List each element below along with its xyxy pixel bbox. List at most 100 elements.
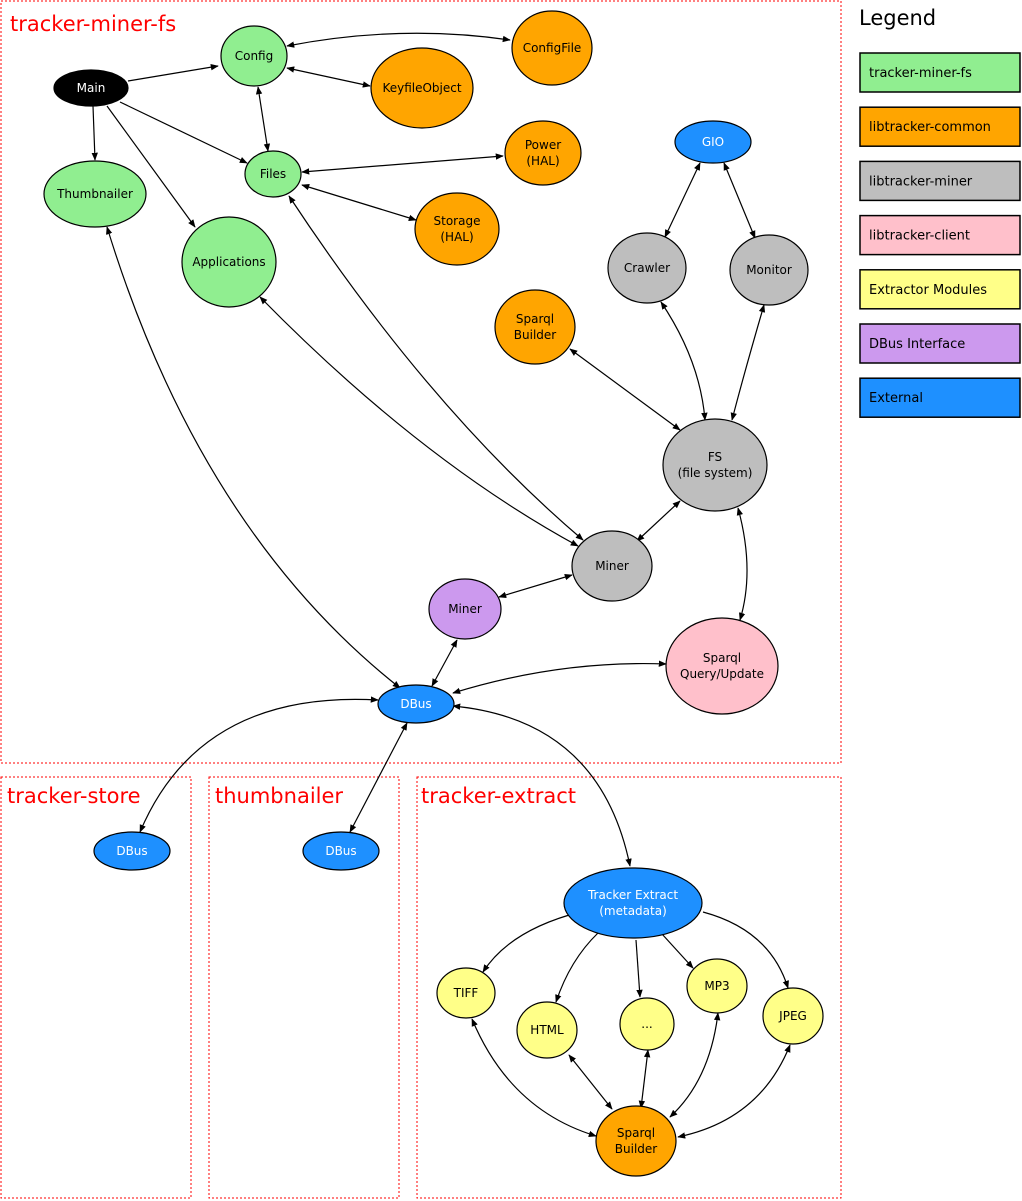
edge-gio-monitor [723, 162, 756, 239]
node-configfile: ConfigFile [511, 10, 593, 86]
edge-jpeg-sparqlbuilder [677, 1044, 791, 1139]
edge-files-storage [301, 184, 417, 221]
node-shape [494, 289, 576, 365]
edge-dots-sparqlbuilder [638, 1049, 651, 1109]
node-label: Tracker Extract [587, 888, 678, 902]
edge-dbus-dbusthumb [349, 722, 408, 833]
edge-extract-mp3 [661, 933, 694, 969]
node-label: TIFF [453, 986, 479, 1000]
node-label: HTML [530, 1023, 564, 1037]
edge-config-configfile [286, 32, 511, 48]
node-shape [762, 987, 824, 1045]
node-tiff: TIFF [436, 967, 496, 1019]
edge-html-sparqlbuilder [568, 1054, 613, 1110]
region-tracker-miner-fs [0, 0, 842, 764]
node-label: ConfigFile [523, 41, 582, 55]
legend-swatch-6 [859, 377, 1021, 418]
node-label: Query/Update [680, 667, 764, 681]
node-shape [220, 25, 288, 87]
node-shape [563, 867, 703, 939]
node-label: DBus [116, 844, 147, 858]
node-label: JPEG [778, 1009, 807, 1023]
node-storage: Storage(HAL) [414, 192, 500, 266]
node-tracker-extract: Tracker Extract (metadata) [563, 867, 703, 939]
node-label: Sparql [703, 651, 741, 665]
legend-label-6: External [869, 391, 923, 406]
edge-extract-tiff [482, 911, 581, 973]
node-files: Files [244, 150, 302, 198]
node-config: Config [220, 25, 288, 87]
node-dbus-main: DBus [377, 684, 455, 724]
node-crawler: Crawler [607, 232, 687, 304]
node-thumbnailer: Thumbnailer [43, 160, 147, 228]
node-label: Builder [615, 1142, 658, 1156]
legend-swatch-0 [859, 52, 1021, 93]
edge-minerpurple-dbus [431, 639, 458, 687]
node-label: DBus [400, 697, 431, 711]
edge-monitor-fs [730, 304, 766, 421]
region-title-miner-fs: tracker-miner-fs [10, 12, 176, 36]
node-label: Sparql [516, 312, 554, 326]
edge-dbus-extract [452, 703, 632, 867]
node-html: HTML [516, 1001, 578, 1059]
region-thumbnailer [208, 776, 400, 1199]
edge-fs-sparqlquery [736, 507, 748, 621]
node-shape [595, 1105, 677, 1177]
edge-extract-dots [635, 939, 643, 998]
edge-config-keyfileobject [286, 66, 371, 88]
node-label: Config [235, 49, 274, 63]
edge-mp3-sparqlbuilder [669, 1012, 721, 1118]
node-label: (file system) [678, 466, 753, 480]
edge-miner-minerpurple [498, 574, 573, 598]
node-shape [181, 216, 277, 308]
node-shape [370, 47, 474, 129]
legend-label-3: libtracker-client [869, 229, 970, 244]
node-label: (metadata) [599, 904, 667, 918]
node-label: Miner [595, 559, 629, 573]
node-shape [511, 10, 593, 86]
node-label: Sparql [617, 1126, 655, 1140]
legend-label-2: libtracker-miner [869, 174, 973, 189]
node-applications: Applications [181, 216, 277, 308]
region-tracker-store [0, 776, 192, 1199]
edge-extract-html [555, 932, 599, 1003]
node-miner-grey: Miner [571, 530, 653, 602]
node-fs: FS (file system) [662, 418, 768, 512]
node-shape [729, 234, 809, 306]
node-label: (HAL) [526, 154, 559, 168]
node-main: Main [53, 69, 129, 107]
edge-main-applications [106, 105, 196, 228]
region-title-extract: tracker-extract [421, 784, 576, 808]
legend-list: tracker-miner-fslibtracker-commonlibtrac… [859, 52, 1021, 418]
node-shape [414, 192, 500, 266]
legend-swatch-4 [859, 269, 1021, 310]
node-label: FS [708, 450, 722, 464]
edge-fs-miner [636, 500, 681, 542]
edge-dbus-dbusstore [139, 696, 379, 833]
node-shape [436, 967, 496, 1019]
legend-label-5: DBus Interface [869, 337, 965, 352]
edge-main-config [127, 64, 219, 82]
node-dots: ... [619, 997, 675, 1051]
node-shape [619, 997, 675, 1051]
node-mp3: MP3 [686, 958, 748, 1014]
node-label: Thumbnailer [56, 187, 133, 201]
legend-swatch-1 [859, 106, 1021, 147]
edge-main-thumbnailer [91, 105, 98, 161]
edges [91, 32, 791, 1139]
region-title-thumbnailer: thumbnailer [215, 784, 343, 808]
node-label: Applications [192, 255, 265, 269]
node-label: Storage [434, 214, 481, 228]
edge-files-power [301, 153, 504, 175]
node-jpeg: JPEG [762, 987, 824, 1045]
node-shape [516, 1001, 578, 1059]
node-shape [504, 120, 582, 186]
node-label: Power [525, 138, 561, 152]
node-shape [571, 530, 653, 602]
node-monitor: Monitor [729, 234, 809, 306]
node-shape [302, 831, 380, 871]
node-dbus-store: DBus [93, 831, 171, 871]
